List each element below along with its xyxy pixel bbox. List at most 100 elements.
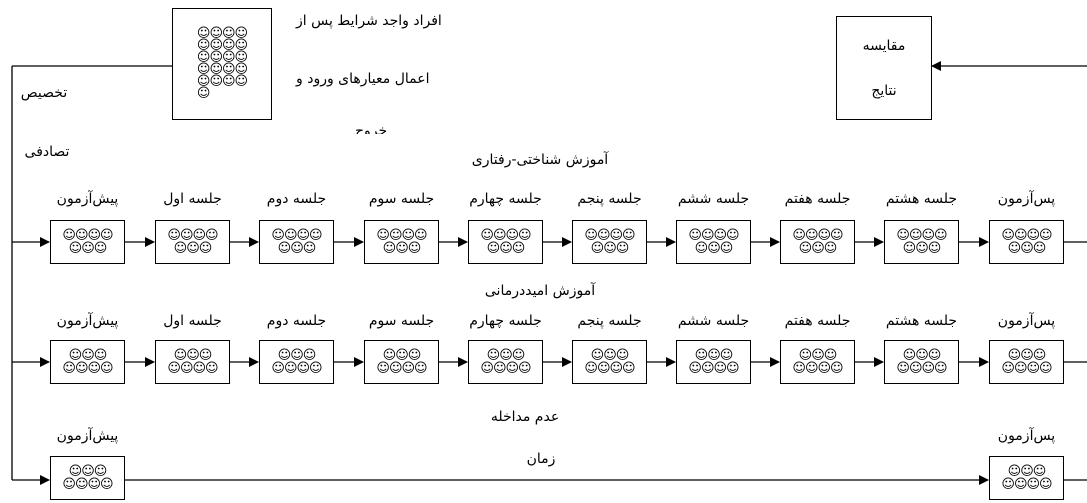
compare-line1: مقایسه bbox=[862, 37, 906, 54]
stage-box: ☺☺☺☺☺☺☺ bbox=[50, 456, 125, 500]
stage-label: جلسه دوم bbox=[266, 191, 327, 207]
participant-faces: ☺☺☺☺ bbox=[896, 228, 947, 243]
participant-faces: ☺☺☺ bbox=[590, 241, 630, 256]
stage-label: جلسه هشتم bbox=[885, 191, 958, 207]
population-note-line1: افراد واجد شرایط پس از bbox=[296, 13, 442, 29]
participant-faces: ☺☺☺ bbox=[68, 464, 108, 479]
population-note-line2: اعمال معیارهای ورود و bbox=[296, 71, 430, 87]
participant-faces: ☺☺☺ bbox=[590, 348, 630, 363]
stage-label: جلسه سوم bbox=[368, 313, 435, 329]
participant-faces: ☺☺☺ bbox=[277, 348, 317, 363]
participant-faces: ☺☺☺☺ bbox=[271, 361, 322, 376]
group-subtitle: زمان bbox=[526, 451, 556, 467]
participant-faces: ☺☺☺ bbox=[486, 348, 526, 363]
compare-line2: نتایج bbox=[871, 82, 897, 99]
stage-box: ☺☺☺☺☺☺☺ bbox=[259, 220, 334, 264]
stage-box: ☺☺☺☺☺☺☺ bbox=[676, 220, 751, 264]
stage-box: ☺☺☺☺☺☺☺ bbox=[155, 340, 230, 384]
population-face-row: ☺☺☺☺ bbox=[196, 38, 248, 53]
stage-box: ☺☺☺☺☺☺☺ bbox=[155, 220, 230, 264]
stage-label: جلسه دوم bbox=[266, 313, 327, 329]
participant-faces: ☺☺☺ bbox=[486, 241, 526, 256]
stage-box: ☺☺☺☺☺☺☺ bbox=[989, 220, 1064, 264]
stage-box: ☺☺☺☺☺☺☺ bbox=[572, 220, 647, 264]
participant-faces: ☺☺☺ bbox=[902, 241, 942, 256]
stage-box: ☺☺☺☺☺☺☺ bbox=[989, 456, 1064, 500]
participant-faces: ☺☺☺☺ bbox=[792, 361, 843, 376]
participant-faces: ☺☺☺☺ bbox=[688, 228, 739, 243]
participant-faces: ☺☺☺☺ bbox=[1001, 361, 1052, 376]
stage-box: ☺☺☺☺☺☺☺ bbox=[676, 340, 751, 384]
participant-faces: ☺☺☺ bbox=[1007, 241, 1047, 256]
group-title: عدم مداخله bbox=[490, 409, 560, 425]
allocation-line1: تخصیص bbox=[20, 85, 68, 101]
participant-faces: ☺☺☺ bbox=[798, 241, 838, 256]
population-note-clip: خروج bbox=[290, 118, 450, 134]
participant-faces: ☺☺☺ bbox=[68, 241, 108, 256]
allocation-line2: تصادفی bbox=[24, 144, 70, 160]
eligible-population-box: ☺☺☺☺☺☺☺☺☺☺☺☺☺☺☺☺☺☺☺☺☺ bbox=[172, 8, 272, 120]
participant-faces: ☺☺☺ bbox=[694, 241, 734, 256]
population-note-line3: خروج bbox=[355, 123, 388, 134]
stage-label: جلسه ششم bbox=[677, 191, 750, 207]
population-face-row: ☺☺☺☺ bbox=[196, 74, 248, 89]
participant-faces: ☺☺☺☺ bbox=[1001, 228, 1052, 243]
stage-label: پس‌آزمون bbox=[997, 313, 1056, 329]
participant-faces: ☺☺☺☺ bbox=[376, 228, 427, 243]
participant-faces: ☺☺☺ bbox=[173, 241, 213, 256]
stage-label: پیش‌آزمون bbox=[56, 428, 119, 444]
stage-box: ☺☺☺☺☺☺☺ bbox=[468, 340, 543, 384]
stage-label: جلسه چهارم bbox=[469, 313, 542, 329]
stage-box: ☺☺☺☺☺☺☺ bbox=[780, 340, 855, 384]
stage-box: ☺☺☺☺☺☺☺ bbox=[572, 340, 647, 384]
participant-faces: ☺☺☺☺ bbox=[584, 361, 635, 376]
participant-faces: ☺☺☺☺ bbox=[167, 361, 218, 376]
stage-label: پس‌آزمون bbox=[997, 191, 1056, 207]
stage-box: ☺☺☺☺☺☺☺ bbox=[780, 220, 855, 264]
participant-faces: ☺☺☺ bbox=[68, 348, 108, 363]
participant-faces: ☺☺☺ bbox=[1007, 464, 1047, 479]
stage-label: جلسه پنجم bbox=[577, 313, 642, 329]
stage-box: ☺☺☺☺☺☺☺ bbox=[364, 220, 439, 264]
participant-faces: ☺☺☺ bbox=[1007, 348, 1047, 363]
stage-label: پیش‌آزمون bbox=[56, 191, 119, 207]
stage-box: ☺☺☺☺☺☺☺ bbox=[884, 220, 959, 264]
participant-faces: ☺☺☺☺ bbox=[62, 361, 113, 376]
participant-faces: ☺☺☺ bbox=[798, 348, 838, 363]
stage-label: پس‌آزمون bbox=[997, 428, 1056, 444]
participant-faces: ☺☺☺☺ bbox=[480, 361, 531, 376]
stage-label: جلسه سوم bbox=[368, 191, 435, 207]
stage-box: ☺☺☺☺☺☺☺ bbox=[259, 340, 334, 384]
population-face-row: ☺☺☺☺ bbox=[196, 26, 248, 41]
participant-faces: ☺☺☺ bbox=[694, 348, 734, 363]
population-face-row: ☺☺☺☺ bbox=[196, 62, 248, 77]
stage-box: ☺☺☺☺☺☺☺ bbox=[989, 340, 1064, 384]
participant-faces: ☺☺☺☺ bbox=[584, 228, 635, 243]
participant-faces: ☺☺☺☺ bbox=[1001, 477, 1052, 492]
participant-faces: ☺☺☺☺ bbox=[896, 361, 947, 376]
stage-box: ☺☺☺☺☺☺☺ bbox=[884, 340, 959, 384]
participant-faces: ☺☺☺☺ bbox=[792, 228, 843, 243]
participant-faces: ☺☺☺☺ bbox=[376, 361, 427, 376]
participant-faces: ☺☺☺ bbox=[382, 241, 422, 256]
participant-faces: ☺☺☺☺ bbox=[271, 228, 322, 243]
group-title: آموزش شناختی-رفتاری bbox=[471, 152, 609, 168]
participant-faces: ☺☺☺ bbox=[382, 348, 422, 363]
stage-label: جلسه هشتم bbox=[885, 313, 958, 329]
participant-faces: ☺☺☺☺ bbox=[480, 228, 531, 243]
participant-faces: ☺☺☺☺ bbox=[688, 361, 739, 376]
stage-label: جلسه ششم bbox=[677, 313, 750, 329]
stage-label: جلسه چهارم bbox=[469, 191, 542, 207]
population-face-row: ☺☺☺☺ bbox=[196, 50, 248, 65]
participant-faces: ☺☺☺☺ bbox=[62, 228, 113, 243]
participant-faces: ☺☺☺☺ bbox=[167, 228, 218, 243]
group-title: آموزش امیددرمانی bbox=[484, 283, 596, 299]
participant-faces: ☺☺☺☺ bbox=[62, 477, 113, 492]
stage-label: جلسه اول bbox=[163, 313, 222, 329]
compare-results-box: مقایسه نتایج bbox=[836, 16, 932, 120]
participant-faces: ☺☺☺ bbox=[277, 241, 317, 256]
participant-faces: ☺☺☺ bbox=[173, 348, 213, 363]
stage-box: ☺☺☺☺☺☺☺ bbox=[468, 220, 543, 264]
stage-box: ☺☺☺☺☺☺☺ bbox=[50, 220, 125, 264]
